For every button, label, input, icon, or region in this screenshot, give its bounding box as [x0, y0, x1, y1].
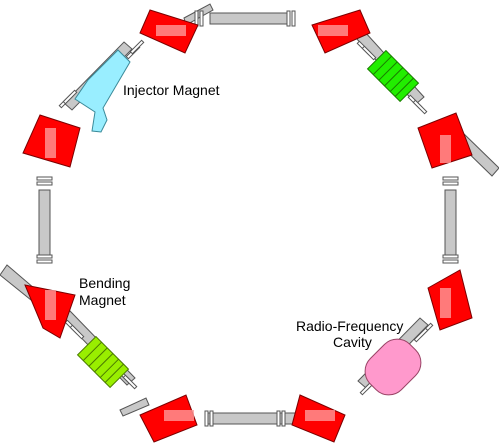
- rf-cavity-label-line2: Cavity: [333, 334, 372, 350]
- beam-pipe-top: [209, 12, 291, 25]
- bending-magnet-overlay: [440, 135, 451, 163]
- flange: [442, 181, 459, 186]
- flange: [276, 410, 281, 427]
- flange: [36, 176, 53, 181]
- flange: [36, 259, 53, 264]
- rf-cavity-body: [364, 338, 422, 396]
- rf-cavity-label-line1: Radio-Frequency: [296, 318, 403, 334]
- injector-magnet-body: [74, 49, 131, 133]
- bending-magnet-overlay: [45, 290, 56, 320]
- flange: [36, 254, 53, 259]
- bending-magnet-overlay: [305, 410, 335, 421]
- beam-pipe-right: [444, 189, 457, 256]
- flange: [286, 10, 291, 27]
- focusing-magnet-upper-right: [366, 49, 420, 103]
- injector-magnet-label: Injector Magnet: [123, 82, 220, 98]
- focusing-magnet-body: [366, 49, 420, 103]
- beam-pipe-left: [38, 189, 51, 256]
- flange: [69, 324, 85, 340]
- bending-magnet-overlay: [318, 25, 348, 36]
- flange: [291, 10, 296, 27]
- flange: [442, 259, 459, 264]
- focusing-magnet-body: [76, 335, 130, 389]
- beam-pipe-sections: [0, 3, 499, 425]
- bending-magnet-overlay: [45, 128, 56, 158]
- flange: [129, 39, 145, 55]
- flange: [442, 254, 459, 259]
- bending-magnet-label-line2: Magnet: [79, 292, 126, 308]
- flange: [36, 181, 53, 186]
- bending-magnet-label-line1: Bending: [79, 275, 130, 291]
- flange: [62, 89, 78, 105]
- injector-magnet: [74, 49, 131, 133]
- rf-cavity: [364, 338, 422, 396]
- beam-extension-bottom: [119, 397, 150, 417]
- flange: [199, 10, 204, 27]
- flange: [209, 410, 214, 427]
- diagram-labels: Injector Magnet Bending Magnet Radio-Fre…: [79, 82, 403, 350]
- bending-magnet-overlay: [440, 288, 451, 318]
- flange: [122, 374, 138, 390]
- flange: [204, 410, 209, 427]
- bending-magnets: [22, 9, 473, 443]
- beam-pipe-bottom: [204, 412, 301, 425]
- flange: [361, 45, 377, 61]
- flange: [281, 410, 286, 427]
- flange: [413, 327, 429, 343]
- bending-magnet-overlay: [156, 25, 186, 36]
- bending-magnet-overlay: [164, 410, 194, 421]
- focusing-magnet-lower-left: [76, 335, 130, 389]
- pipe-flanges: [36, 10, 459, 427]
- flange: [412, 99, 428, 115]
- flange: [442, 176, 459, 181]
